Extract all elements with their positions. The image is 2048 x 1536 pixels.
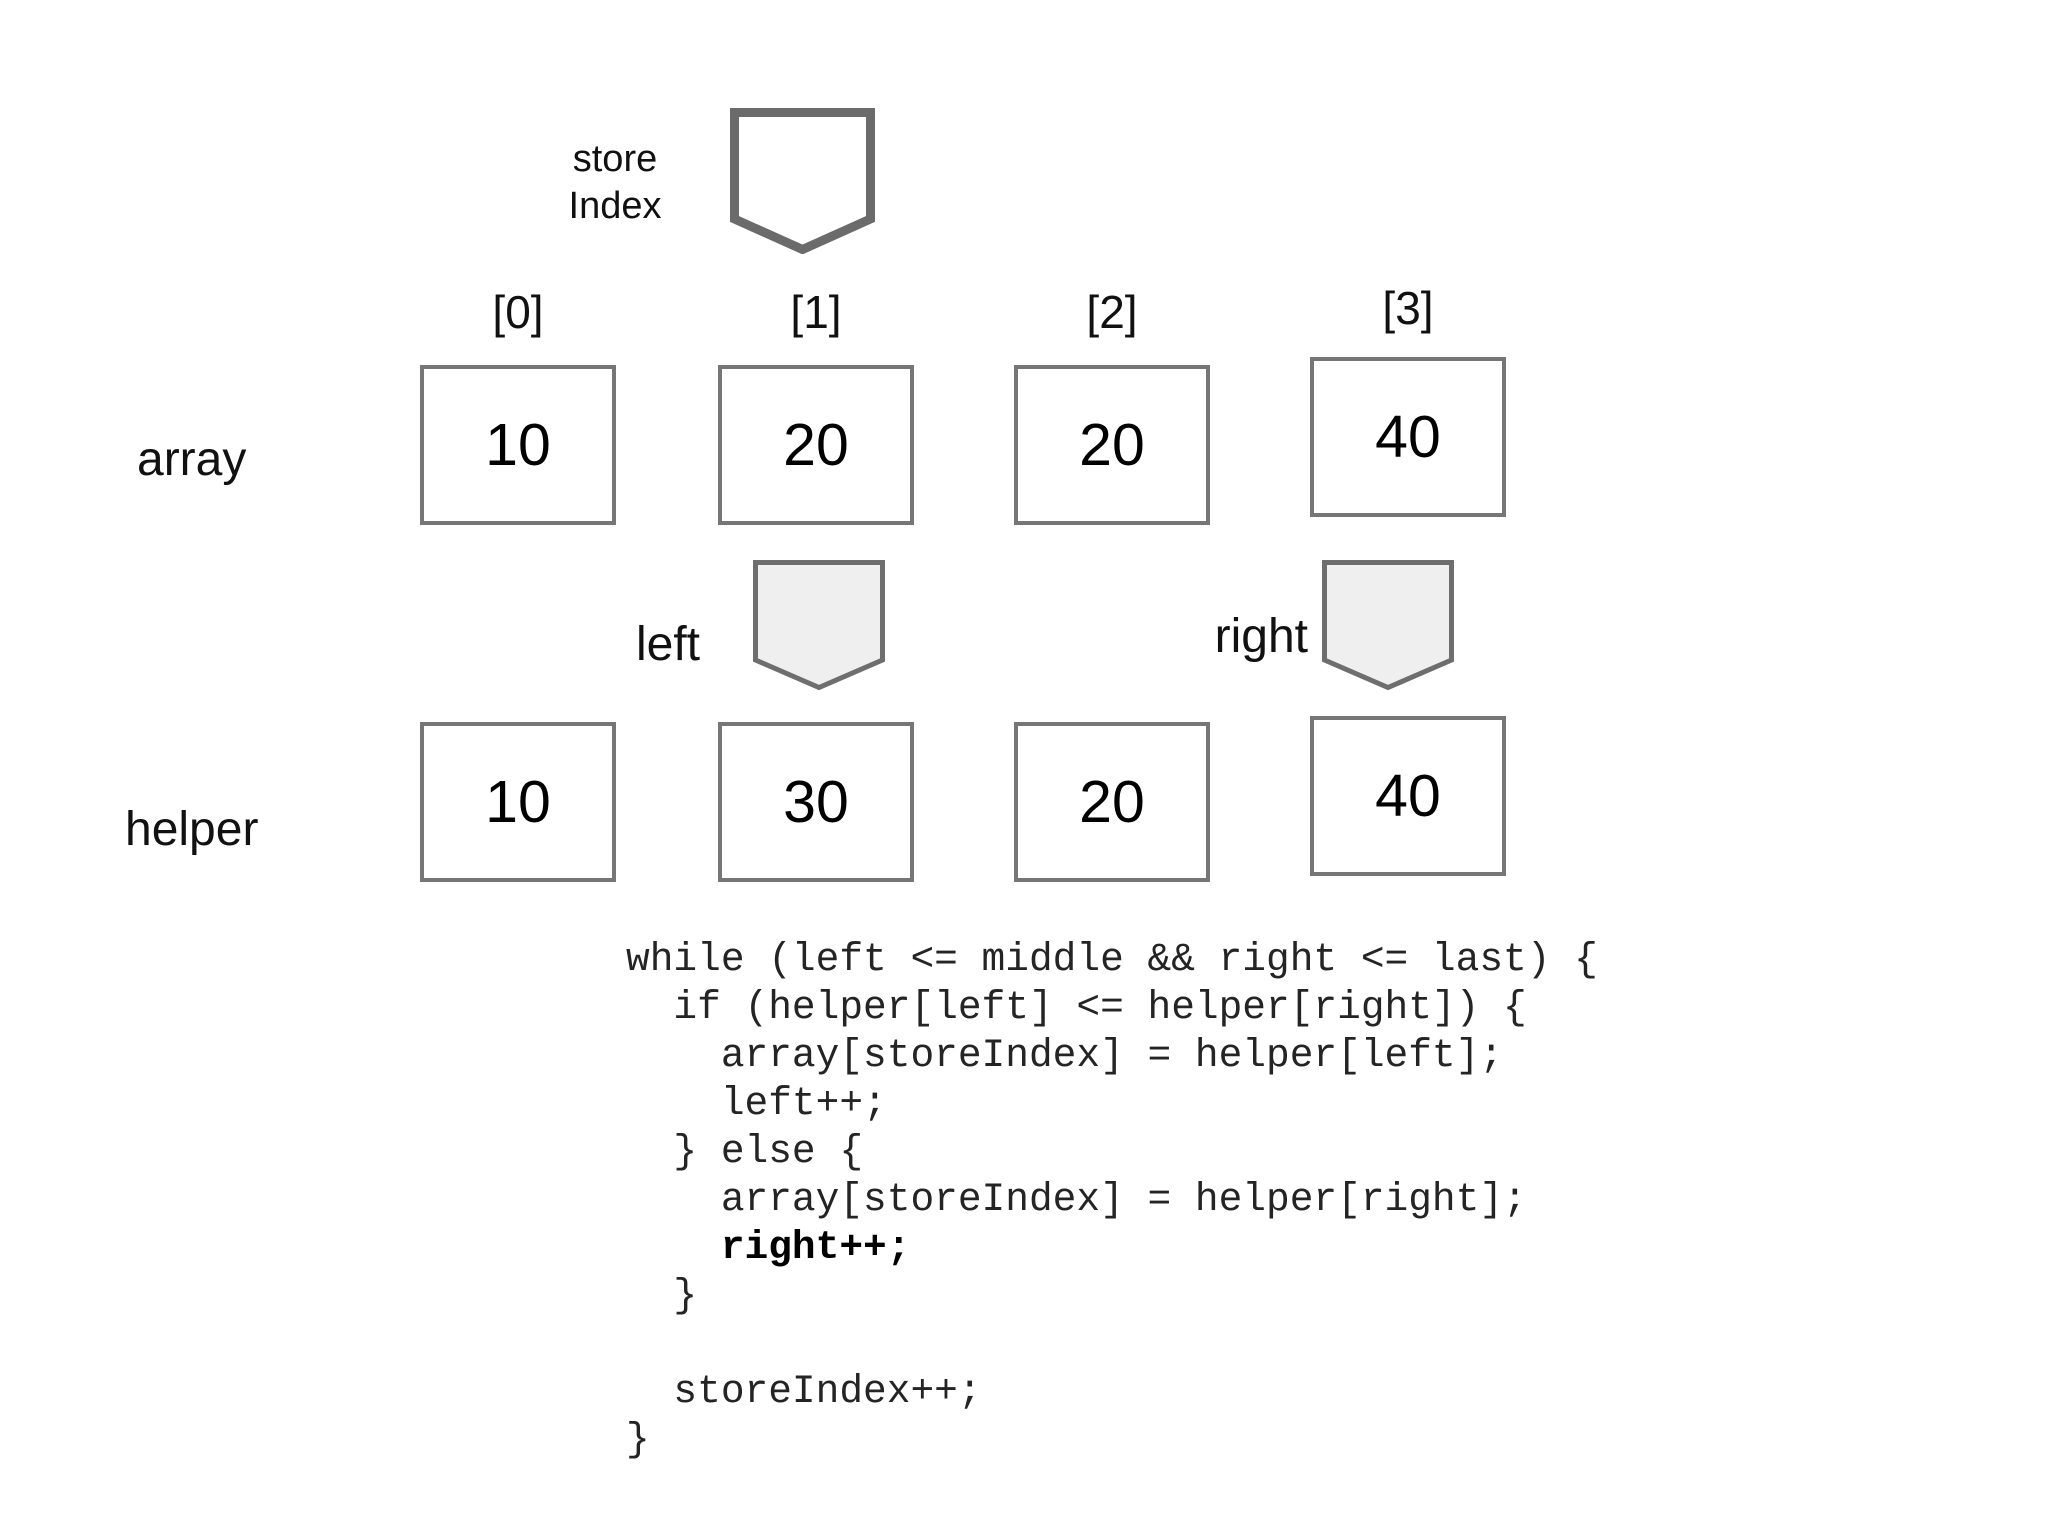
code-line-10: } bbox=[626, 1417, 650, 1462]
helper-cell-0: 10 bbox=[420, 722, 616, 882]
array-value-0: 10 bbox=[485, 412, 551, 478]
code-line-5: array[storeIndex] = helper[right]; bbox=[626, 1177, 1527, 1222]
array-value-3: 40 bbox=[1375, 404, 1441, 470]
code-line-0: while (left <= middle && right <= last) … bbox=[626, 937, 1598, 982]
store-index-label-line2: Index bbox=[568, 185, 662, 227]
code-line-3: left++; bbox=[626, 1081, 887, 1126]
helper-value-0: 10 bbox=[485, 769, 551, 835]
array-cell-3: 40 bbox=[1310, 357, 1506, 517]
helper-cell-1: 30 bbox=[718, 722, 914, 882]
right-pointer-label: right bbox=[1214, 610, 1308, 663]
right-pointer-icon bbox=[1322, 560, 1454, 690]
index-label-0: [0] bbox=[492, 286, 544, 338]
helper-cell-3: 40 bbox=[1310, 716, 1506, 876]
code-line-1: if (helper[left] <= helper[right]) { bbox=[626, 985, 1527, 1030]
helper-cell-2: 20 bbox=[1014, 722, 1210, 882]
array-cell-2: 20 bbox=[1014, 365, 1210, 525]
left-pointer-icon bbox=[753, 560, 885, 690]
store-index-label: store Index bbox=[510, 136, 720, 230]
store-index-label-line1: store bbox=[572, 138, 658, 180]
helper-row-label: helper bbox=[125, 803, 259, 856]
array-cell-0: 10 bbox=[420, 365, 616, 525]
code-line-8 bbox=[626, 1320, 1598, 1368]
helper-value-2: 20 bbox=[1079, 769, 1145, 835]
index-label-2: [2] bbox=[1086, 286, 1138, 338]
left-pointer-label: left bbox=[635, 618, 700, 671]
index-label-1: [1] bbox=[790, 286, 842, 338]
code-line-2: array[storeIndex] = helper[left]; bbox=[626, 1033, 1504, 1078]
array-cell-1: 20 bbox=[718, 365, 914, 525]
store-index-pointer-icon bbox=[730, 108, 875, 254]
code-block: while (left <= middle && right <= last) … bbox=[626, 936, 1598, 1464]
array-value-2: 20 bbox=[1079, 412, 1145, 478]
array-value-1: 20 bbox=[783, 412, 849, 478]
code-line-7: } bbox=[626, 1273, 698, 1318]
helper-value-1: 30 bbox=[783, 769, 849, 835]
index-label-3: [3] bbox=[1382, 282, 1434, 334]
array-row-label: array bbox=[137, 433, 247, 486]
code-line-4: } else { bbox=[626, 1129, 864, 1174]
code-line-6: right++; bbox=[626, 1225, 911, 1270]
code-line-9: storeIndex++; bbox=[626, 1369, 982, 1414]
helper-value-3: 40 bbox=[1375, 763, 1441, 829]
